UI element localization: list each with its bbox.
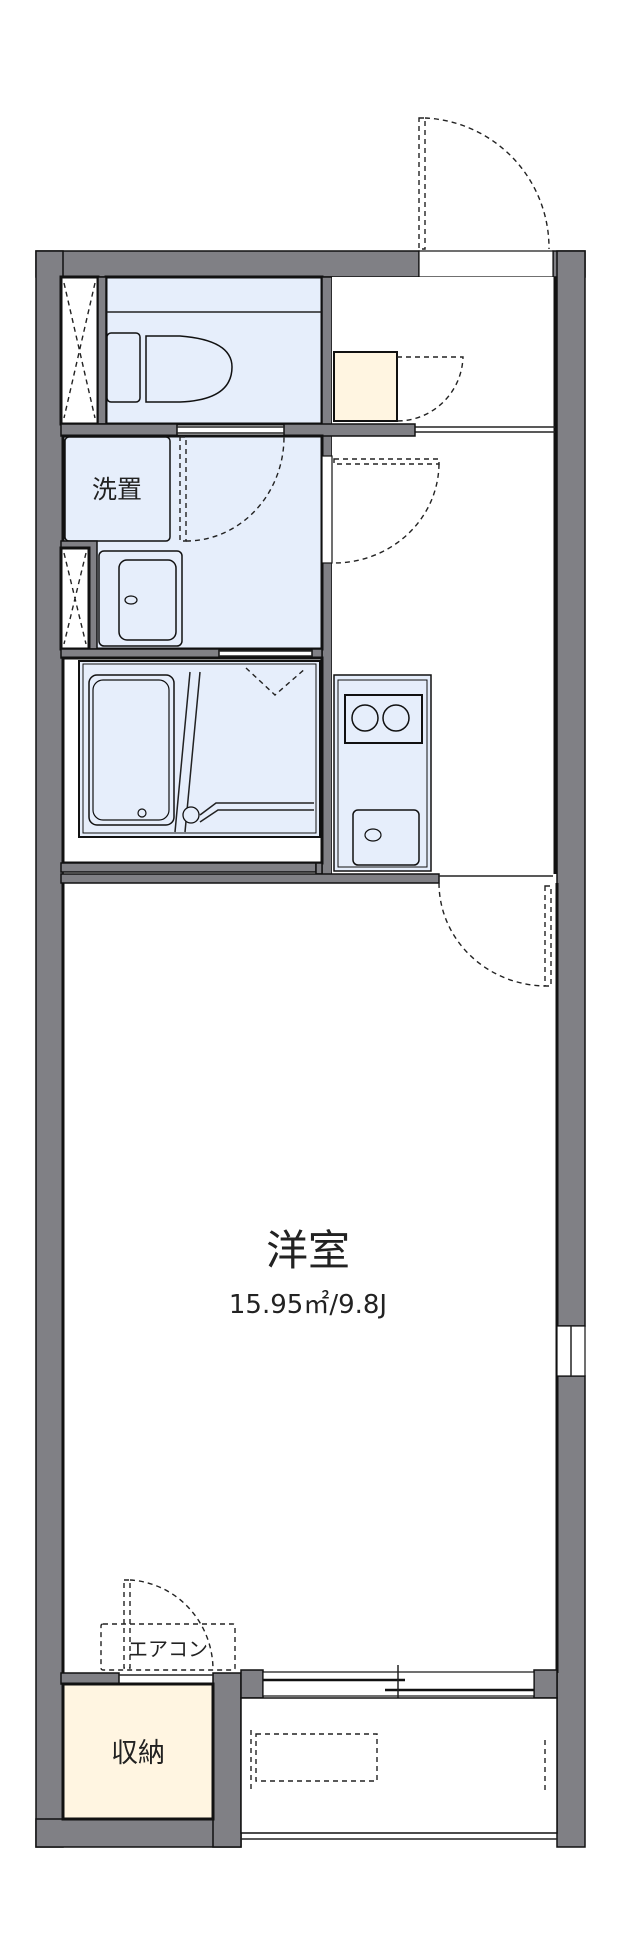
toilet-bowl — [145, 335, 233, 403]
kitchen-sink — [352, 809, 420, 866]
burner-left — [351, 704, 379, 732]
laundry-space — [64, 436, 171, 542]
closet-upper — [59, 275, 100, 426]
storage-door[interactable] — [123, 1579, 214, 1671]
side-window[interactable] — [556, 1325, 586, 1377]
washroom-door[interactable] — [179, 436, 285, 542]
wash-basin — [98, 550, 183, 647]
air-conditioner: エアコン — [100, 1623, 236, 1671]
bathtub — [88, 674, 175, 826]
stove — [344, 694, 423, 744]
closet-lower — [59, 546, 91, 651]
balcony — [240, 1697, 558, 1840]
storage-label: 収納 — [111, 1738, 165, 1769]
outer-walls — [35, 250, 586, 1848]
main-room-size: 15.95㎡/9.8J — [229, 1290, 387, 1320]
toilet-tank — [106, 332, 141, 403]
storage-closet: 収納 — [61, 1682, 215, 1821]
laundry-label: 洗置 — [92, 475, 142, 504]
washroom: 洗置 — [61, 434, 324, 651]
burner-right — [382, 704, 410, 732]
bathroom — [61, 656, 324, 865]
main-room: 洋室 15.95㎡/9.8J — [61, 883, 559, 1673]
entrance-door[interactable] — [418, 117, 554, 278]
balcony-window[interactable] — [262, 1665, 535, 1704]
outdoor-unit — [255, 1733, 378, 1782]
main-room-label: 洋室 — [266, 1226, 350, 1275]
kitchen — [333, 674, 432, 872]
shoe-cabinet — [333, 351, 398, 422]
hall-door[interactable] — [321, 455, 440, 564]
toilet-room — [104, 275, 324, 426]
aircon-label: エアコン — [128, 1637, 208, 1661]
main-room-door[interactable] — [438, 882, 552, 987]
